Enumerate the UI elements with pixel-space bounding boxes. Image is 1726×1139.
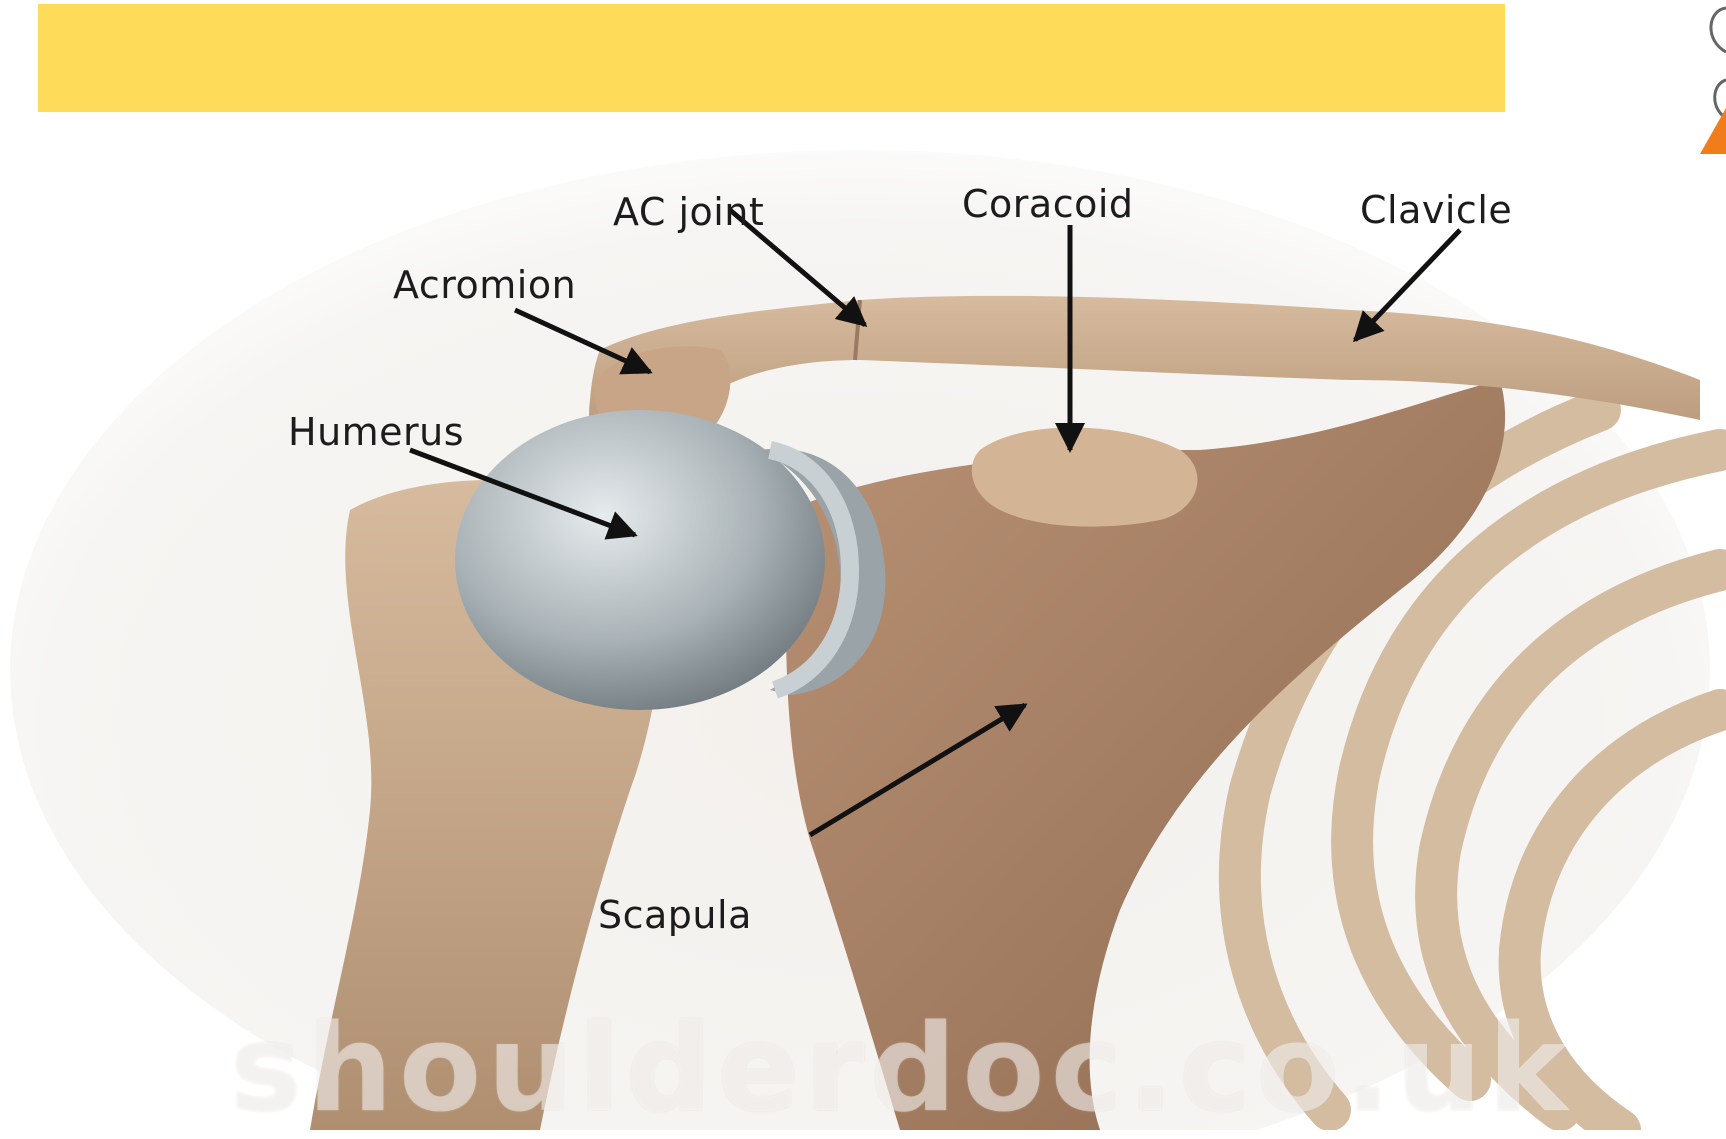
- label-humerus: Humerus: [288, 410, 464, 454]
- watermark: shoulderdoc.co.uk: [230, 1000, 1560, 1139]
- label-clavicle: Clavicle: [1360, 188, 1512, 232]
- label-acromion: Acromion: [393, 263, 576, 307]
- label-ac-joint: AC joint: [613, 190, 764, 234]
- shoulder-anatomy-illustration: [0, 150, 1726, 1130]
- title-bar: [38, 4, 1505, 112]
- partial-logo-icon: [1690, 0, 1726, 160]
- label-coracoid: Coracoid: [962, 182, 1134, 226]
- label-scapula: Scapula: [598, 893, 752, 937]
